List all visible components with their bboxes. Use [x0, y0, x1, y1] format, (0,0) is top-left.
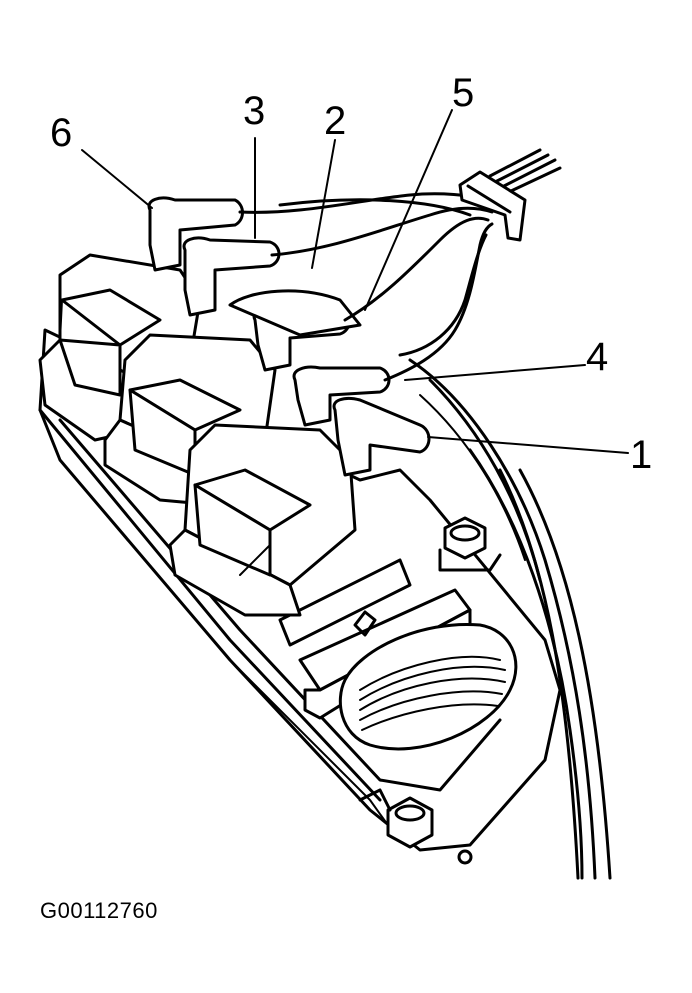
- electrical-connector-icon: [278, 558, 518, 751]
- callout-1: 1: [630, 433, 652, 477]
- callout-2: 2: [324, 99, 346, 143]
- callout-leader-lines: [81, 109, 629, 454]
- ignition-coil-middle: [103, 333, 277, 507]
- mounting-bolt-icon: [438, 516, 502, 572]
- figure-id: G00112760: [40, 898, 158, 923]
- callout-5: 5: [452, 71, 474, 115]
- ignition-coil-lower: [168, 423, 357, 617]
- mounting-bolt-icon: [358, 788, 434, 849]
- callout-4: 4: [586, 335, 608, 379]
- callout-6: 6: [50, 111, 72, 155]
- engine-housing-outline: [278, 198, 612, 880]
- mounting-hole: [457, 849, 473, 865]
- spark-plug-wire-boots: [147, 196, 431, 477]
- callout-3: 3: [243, 89, 265, 133]
- callout-labels: 1 2 3 4 5 6: [50, 71, 652, 477]
- wire-harness-connector-icon: [458, 148, 562, 242]
